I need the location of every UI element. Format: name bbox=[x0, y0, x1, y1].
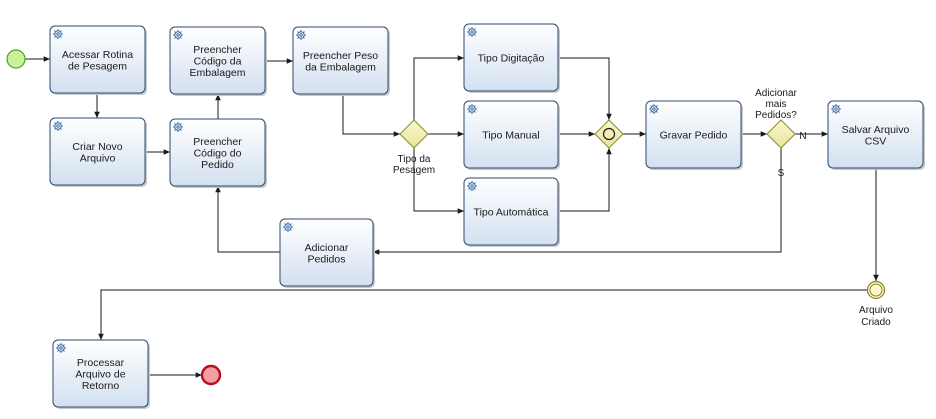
flow-event-to-processar bbox=[98, 289, 868, 340]
gateway-tipo-pesagem[interactable] bbox=[399, 119, 429, 149]
task-label: Tipo Digitação bbox=[478, 53, 545, 65]
task-box bbox=[52, 339, 149, 408]
flow-adicionar-to-codped bbox=[215, 186, 280, 253]
task-box bbox=[169, 118, 266, 187]
task-tipo-digitacao[interactable]: Tipo Digitação bbox=[463, 23, 560, 93]
end-event[interactable] bbox=[200, 364, 222, 386]
task-box bbox=[169, 26, 266, 95]
sequence-flows bbox=[25, 55, 879, 378]
task-label: Gravar Pedido bbox=[660, 130, 728, 142]
task-box bbox=[463, 177, 559, 246]
task-box bbox=[49, 25, 146, 94]
flow-gateway-to-digitacao bbox=[413, 55, 464, 120]
intermediate-event-arquivo-criado[interactable] bbox=[866, 280, 886, 300]
task-box bbox=[292, 26, 389, 95]
task-box bbox=[463, 23, 559, 92]
flow-label-yes: S bbox=[778, 168, 785, 179]
task-tipo-manual[interactable]: Tipo Manual bbox=[463, 100, 560, 170]
gateway-join[interactable] bbox=[594, 119, 624, 149]
flow-gateway-to-automatica bbox=[413, 148, 464, 214]
flow-pesoemb-to-gateway bbox=[342, 94, 400, 137]
task-label: Tipo Manual bbox=[482, 130, 539, 142]
flow-automatica-to-join bbox=[558, 148, 612, 212]
flow-digitacao-to-join bbox=[558, 57, 612, 120]
task-box bbox=[279, 218, 374, 287]
task-box bbox=[827, 100, 924, 169]
task-box bbox=[645, 100, 742, 169]
gateway-adicionar-mais[interactable] bbox=[766, 119, 796, 149]
task-gravar-pedido[interactable]: Gravar Pedido bbox=[645, 100, 743, 170]
start-event[interactable] bbox=[6, 49, 26, 69]
flow-decision-to-adicionar bbox=[373, 148, 782, 255]
flow-label-no: N bbox=[799, 131, 806, 142]
task-label: Tipo Automática bbox=[474, 207, 549, 219]
task-tipo-automatica[interactable]: Tipo Automática bbox=[463, 177, 560, 247]
task-box bbox=[463, 100, 559, 169]
task-box bbox=[49, 117, 146, 186]
